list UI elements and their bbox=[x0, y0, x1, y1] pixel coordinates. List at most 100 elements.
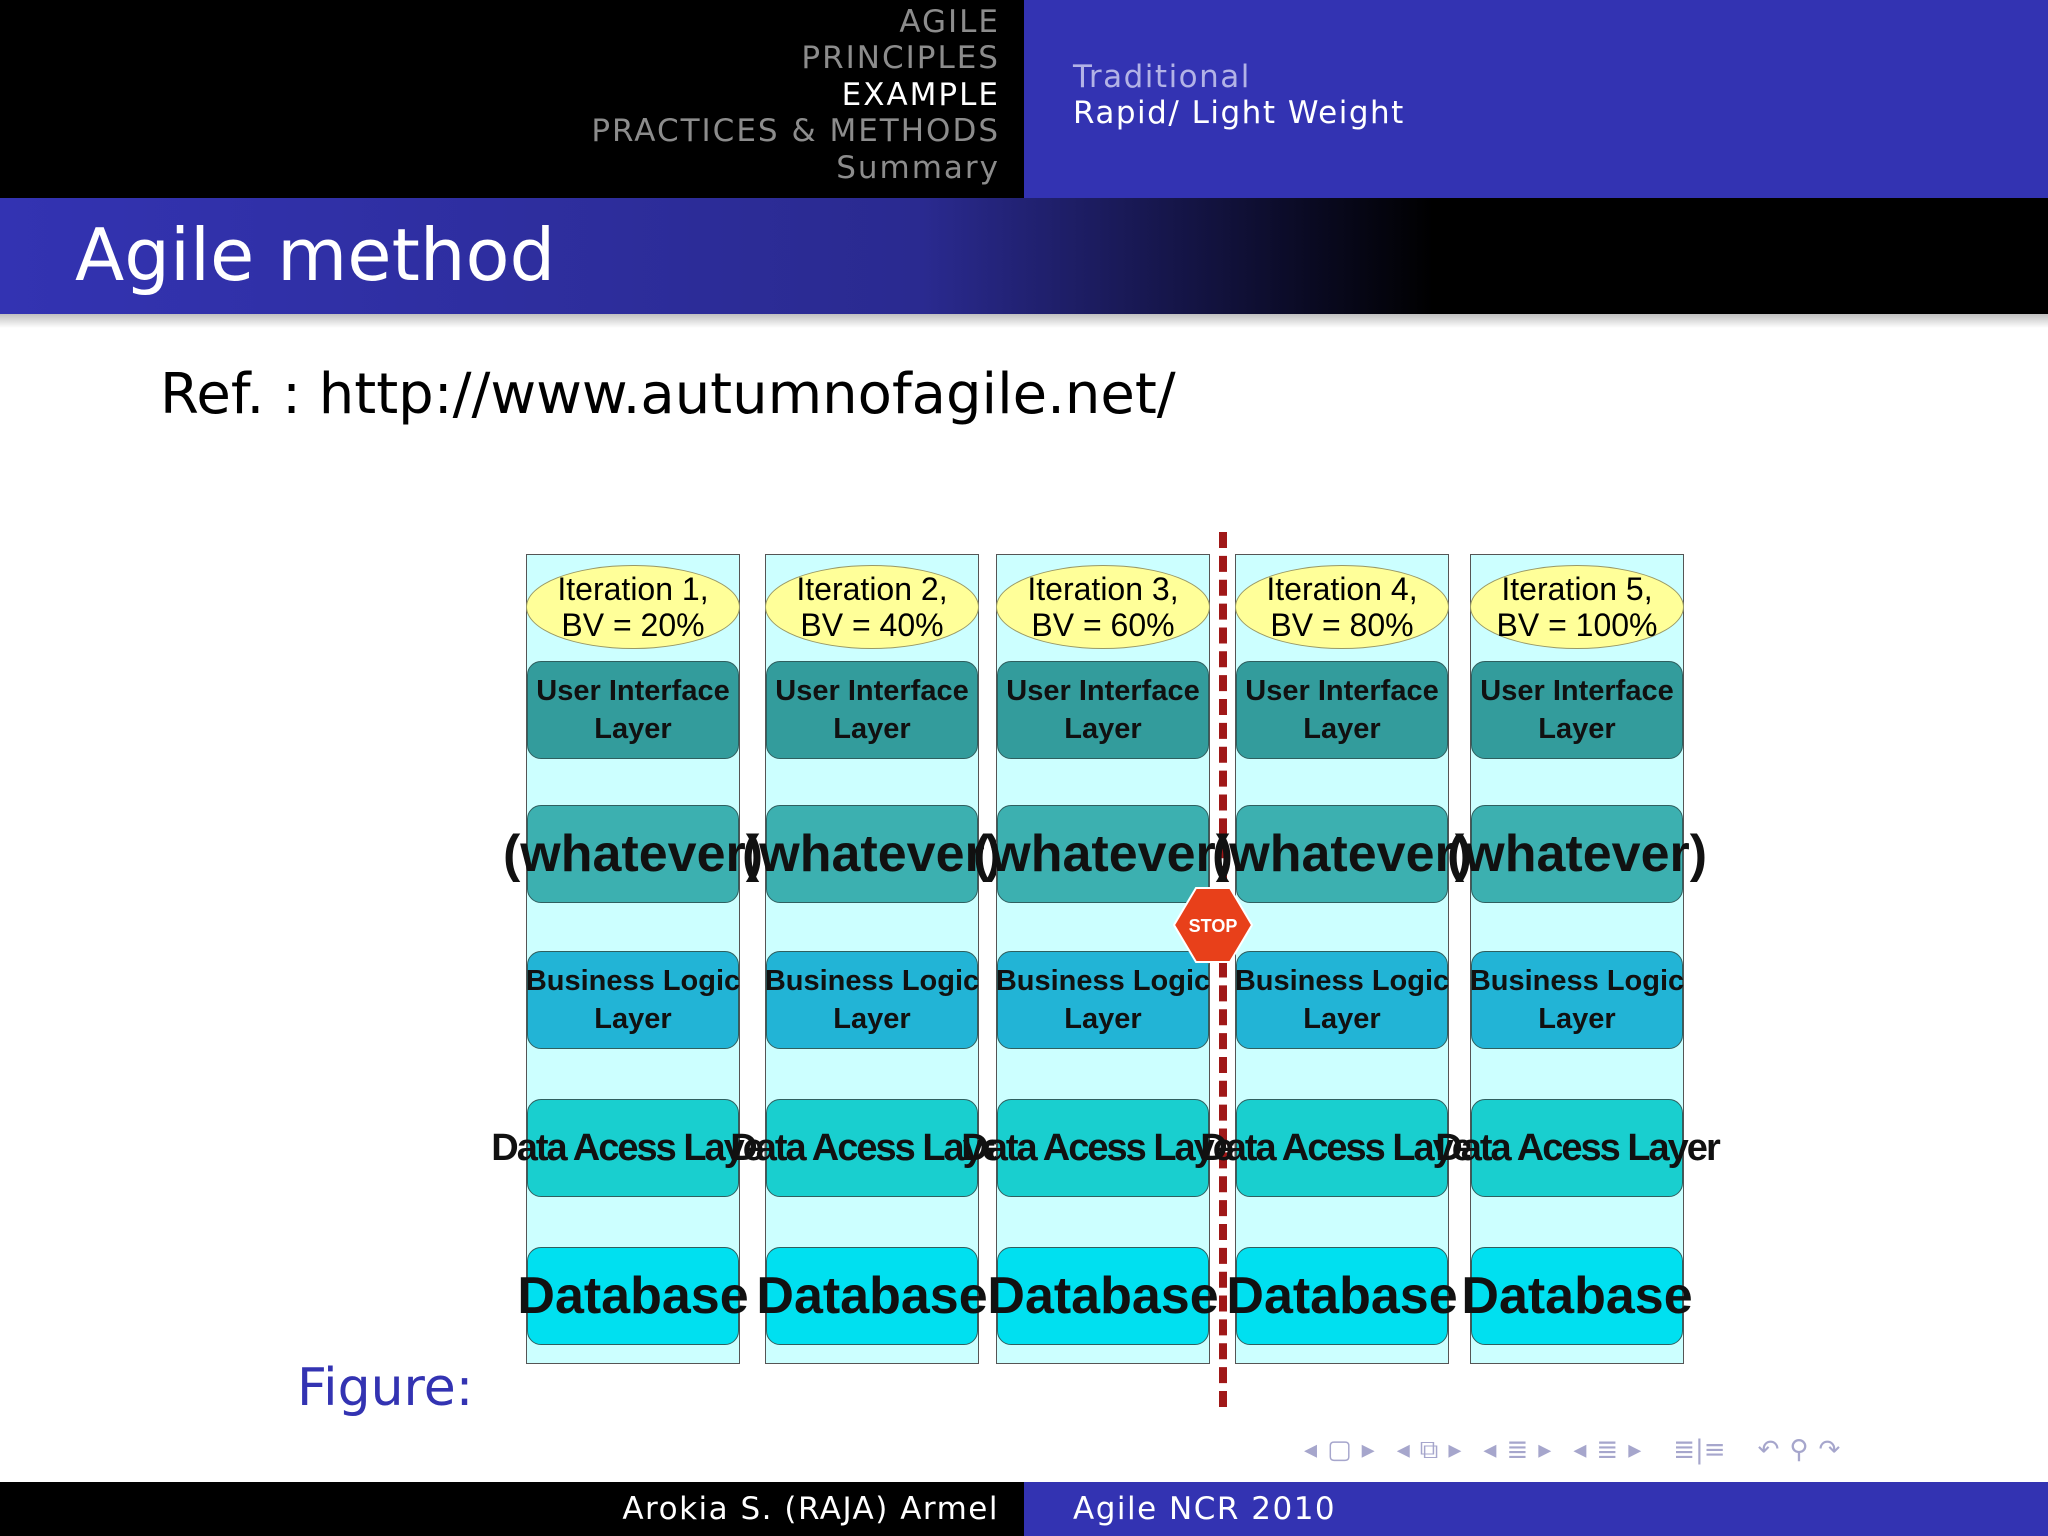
business-value-label: BV = 80% bbox=[1270, 607, 1414, 643]
ui-layer-block-text: User Interface bbox=[536, 675, 730, 707]
figure-caption: Figure: bbox=[297, 1358, 474, 1418]
nav-section-practices-methods[interactable]: PRACTICES & METHODS bbox=[591, 113, 1000, 149]
nav-search-back-icon[interactable]: ↶ bbox=[1757, 1435, 1780, 1465]
reference-line: Ref. : http://www.autumnofagile.net/ bbox=[160, 362, 1176, 427]
ui-layer-block-text: Layer bbox=[594, 713, 672, 745]
iteration-label: Iteration 3, bbox=[1027, 571, 1179, 607]
whatever-layer-block: (whatever) bbox=[1212, 805, 1472, 903]
nav-frame-icon[interactable]: ▢ bbox=[1327, 1435, 1352, 1465]
nav-frame-forward-icon[interactable]: ▸ bbox=[1361, 1435, 1375, 1465]
nav-section-icon[interactable]: ≣ bbox=[1506, 1435, 1529, 1465]
iteration-ellipse: Iteration 1,BV = 20% bbox=[526, 565, 740, 649]
business-value-label: BV = 60% bbox=[1031, 607, 1175, 643]
frame-title-shadow bbox=[0, 314, 2048, 328]
business-logic-layer-block-text: Layer bbox=[594, 1003, 672, 1035]
data-access-layer-block: Data Acess Layer bbox=[730, 1099, 1016, 1197]
database-layer-block: Database bbox=[1226, 1247, 1458, 1345]
database-layer-block: Database bbox=[756, 1247, 988, 1345]
nav-subsection-icon[interactable]: ⧉ bbox=[1419, 1434, 1439, 1465]
nav-subsection-forward-icon[interactable]: ▸ bbox=[1448, 1435, 1462, 1465]
whatever-layer-block: (whatever) bbox=[1447, 805, 1707, 903]
nav-search-icon[interactable]: ⚲ bbox=[1789, 1435, 1809, 1465]
data-access-layer-block-text: Data Acess Layer bbox=[961, 1127, 1246, 1169]
data-access-layer-block-text: Data Acess Layer bbox=[730, 1127, 1015, 1169]
frame-title-bar bbox=[0, 198, 2048, 314]
ui-layer-block-text: Layer bbox=[1303, 713, 1381, 745]
frame-title: Agile method bbox=[75, 213, 556, 297]
data-access-layer-block: Data Acess Layer bbox=[1435, 1099, 1721, 1197]
stop-line bbox=[1219, 532, 1227, 1407]
database-layer-block-text: Database bbox=[756, 1267, 988, 1325]
nav-subsection-traditional[interactable]: Traditional bbox=[1073, 59, 1251, 95]
nav-section-summary[interactable]: Summary bbox=[836, 150, 1000, 186]
database-layer-block-text: Database bbox=[987, 1267, 1219, 1325]
business-logic-layer-block-text: Business Logic bbox=[1469, 965, 1685, 997]
ui-layer-block-text: Layer bbox=[1064, 713, 1142, 745]
business-logic-layer-block-text: Layer bbox=[1538, 1003, 1616, 1035]
nav-subsection-back-icon[interactable]: ◂ bbox=[1396, 1435, 1410, 1465]
business-value-label: BV = 40% bbox=[800, 607, 944, 643]
nav-frame-back-icon[interactable]: ◂ bbox=[1304, 1435, 1318, 1465]
whatever-layer-block-text: (whatever) bbox=[972, 825, 1234, 883]
nav-section-principles[interactable]: PRINCIPLES bbox=[801, 40, 1000, 76]
business-value-label: BV = 20% bbox=[561, 607, 705, 643]
whatever-layer-block: (whatever) bbox=[973, 805, 1233, 903]
iteration-label: Iteration 1, bbox=[557, 571, 709, 607]
ui-layer-block-text: User Interface bbox=[1006, 675, 1200, 707]
footer-left-panel bbox=[0, 1482, 1024, 1536]
iteration-ellipse: Iteration 4,BV = 80% bbox=[1235, 565, 1449, 649]
database-layer-block-text: Database bbox=[1226, 1267, 1458, 1325]
iteration-label: Iteration 5, bbox=[1501, 571, 1653, 607]
nav-section-agile[interactable]: AGILE bbox=[899, 4, 1000, 40]
ui-layer-block-text: User Interface bbox=[1480, 675, 1674, 707]
whatever-layer-block-text: (whatever) bbox=[741, 825, 1003, 883]
nav-toc-icon[interactable]: ≣|≡ bbox=[1673, 1435, 1726, 1465]
nav-section-example[interactable]: EXAMPLE bbox=[841, 77, 1000, 113]
ui-layer-block-text: Layer bbox=[833, 713, 911, 745]
nav-slide-icon[interactable]: ≣ bbox=[1596, 1435, 1619, 1465]
nav-search-forward-icon[interactable]: ↷ bbox=[1818, 1435, 1841, 1465]
whatever-layer-block: (whatever) bbox=[503, 805, 763, 903]
whatever-layer-block-text: (whatever) bbox=[1211, 825, 1473, 883]
nav-section-forward-icon[interactable]: ▸ bbox=[1538, 1435, 1552, 1465]
database-layer-block: Database bbox=[1461, 1247, 1693, 1345]
whatever-layer-block: (whatever) bbox=[742, 805, 1002, 903]
nav-slide-back-icon[interactable]: ◂ bbox=[1573, 1435, 1587, 1465]
iteration-ellipse: Iteration 3,BV = 60% bbox=[996, 565, 1210, 649]
whatever-layer-block-text: (whatever) bbox=[502, 825, 764, 883]
database-layer-block: Database bbox=[987, 1247, 1219, 1345]
ui-layer-block-text: Layer bbox=[1538, 713, 1616, 745]
iteration-label: Iteration 2, bbox=[796, 571, 948, 607]
footer-author: Arokia S. (RAJA) Armel bbox=[622, 1491, 999, 1527]
business-value-label: BV = 100% bbox=[1496, 607, 1658, 643]
header-left-panel bbox=[0, 0, 1024, 198]
business-logic-layer-block-text: Business Logic bbox=[764, 965, 980, 997]
data-access-layer-block: Data Acess Layer bbox=[491, 1099, 777, 1197]
nav-slide-forward-icon[interactable]: ▸ bbox=[1628, 1435, 1642, 1465]
header-right-panel bbox=[1024, 0, 2048, 198]
nav-subsection-rapid-light-weight[interactable]: Rapid/ Light Weight bbox=[1073, 95, 1405, 131]
iteration-ellipse: Iteration 2,BV = 40% bbox=[765, 565, 979, 649]
footer-event: Agile NCR 2010 bbox=[1073, 1491, 1337, 1527]
database-layer-block-text: Database bbox=[517, 1267, 749, 1325]
nav-section-back-icon[interactable]: ◂ bbox=[1483, 1435, 1497, 1465]
business-logic-layer-block-text: Layer bbox=[833, 1003, 911, 1035]
data-access-layer-block-text: Data Acess Layer bbox=[491, 1127, 776, 1169]
data-access-layer-block-text: Data Acess Layer bbox=[1435, 1127, 1720, 1169]
iteration-ellipse: Iteration 5,BV = 100% bbox=[1470, 565, 1684, 649]
database-layer-block: Database bbox=[517, 1247, 749, 1345]
ui-layer-block-text: User Interface bbox=[775, 675, 969, 707]
